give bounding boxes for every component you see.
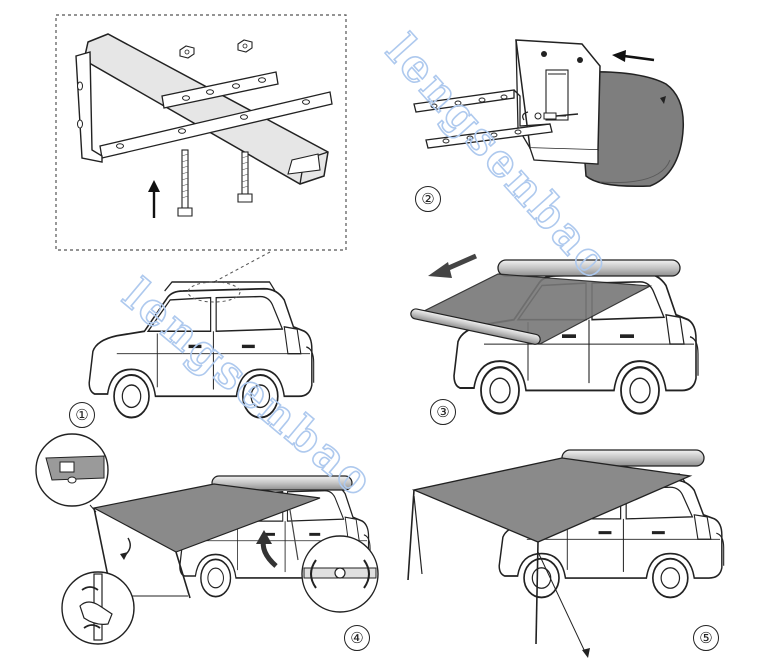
step5-awning	[407, 449, 705, 658]
step1-up-arrow	[148, 180, 160, 218]
step-5-number: ⑤	[693, 625, 719, 651]
step4-detail-bar-clamp	[301, 535, 379, 613]
step2-left-arrow	[612, 50, 655, 62]
step3-left-arrow	[428, 253, 478, 278]
step4-detail-leg-clamp	[61, 571, 188, 645]
step1-leader-line	[213, 251, 271, 283]
step2-awning-end-diagram	[413, 39, 685, 188]
step4-awning	[92, 475, 353, 599]
step4-detail-top	[35, 433, 109, 513]
step3-awning	[410, 259, 681, 345]
step-2-number: ②	[415, 186, 441, 212]
step-3-number: ③	[430, 399, 456, 425]
step1-bracket-diagram	[75, 33, 333, 217]
step1-mount-highlight	[187, 281, 241, 303]
step1-detail-box	[55, 14, 347, 251]
step-4-number: ④	[344, 625, 370, 651]
step-1-number: ①	[69, 402, 95, 428]
